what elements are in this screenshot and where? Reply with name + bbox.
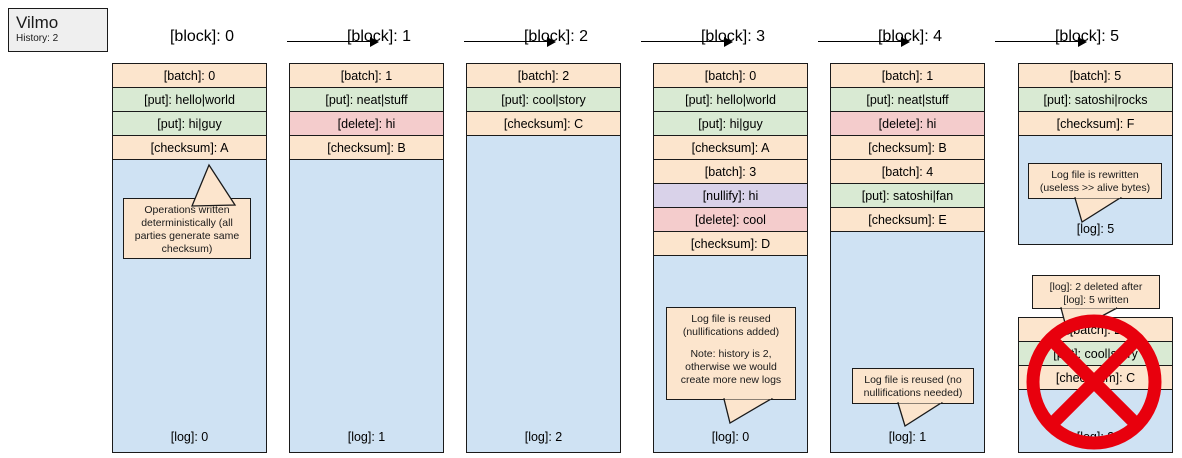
block-label-text: [block]: 4 [877,28,943,45]
callout-spacer [671,339,791,348]
entry-row: [batch]: 0 [654,64,807,88]
callout-log-reused-nullifications: Log file is reused (nullifications added… [666,307,796,400]
callout-line: (useless >> alive bytes) [1039,182,1151,194]
callout-tail-icon [1074,195,1123,224]
entry-row: [put]: cool|story [1019,342,1172,366]
callout-line: otherwise we would [685,361,777,373]
callout-line: Log file is reused [691,313,771,325]
app-name: Vilmo [16,13,59,32]
log-body-area: [log]: 2 [467,136,620,451]
callout-line: Note: history is 2, [690,348,772,360]
entry-row: [nullify]: hi [654,184,807,208]
entry-row: [checksum]: A [654,136,807,160]
block-arrow-0-1 [287,36,379,48]
entry-row: [batch]: 0 [113,64,266,88]
log-body-area: [log]: 1 [290,160,443,451]
entry-row: [batch]: 5 [1019,64,1172,88]
entry-row: [checksum]: B [290,136,443,160]
app-title-card: Vilmo History: 2 [8,8,108,52]
callout-log-reused-no-nullifications: Log file is reused (no nullifications ne… [852,368,974,404]
block-label-4: [block]: 4 [820,24,1000,50]
callout-line: create more new logs [680,374,782,386]
callout-line: deterministically (all [141,217,233,229]
callout-determinism: Operations written deterministically (al… [123,198,251,259]
block-label-1: [block]: 1 [289,24,469,50]
block-label-2: [block]: 2 [466,24,646,50]
block-label-text: [block]: 0 [169,28,235,45]
app-history-setting: History: 2 [16,33,59,44]
block-arrow-2-3 [641,36,733,48]
callout-line: Log file is reused (no [864,374,962,386]
entry-row: [put]: neat|stuff [290,88,443,112]
entry-row: [checksum]: C [1019,366,1172,390]
entry-row: [put]: satoshi|rocks [1019,88,1172,112]
entry-row: [checksum]: C [467,112,620,136]
entry-row: [put]: hi|guy [113,112,266,136]
log-footer-label: [log]: 5 [1076,222,1115,236]
block-arrow-3-4 [818,36,910,48]
callout-line: Operations written [144,204,230,216]
callout-tail-icon [723,396,774,424]
block-label-text: [block]: 2 [523,28,589,45]
entry-row: [checksum]: B [831,136,984,160]
callout-tail-icon [191,163,237,207]
entry-row: [checksum]: D [654,232,807,256]
log-file-column-1[interactable]: [batch]: 1 [put]: neat|stuff [delete]: h… [289,63,444,453]
callout-line: [log]: 2 deleted after [1049,281,1143,293]
entry-row: [delete]: hi [290,112,443,136]
log-footer-label: [log]: 1 [347,430,386,444]
entry-row: [put]: satoshi|fan [831,184,984,208]
block-label-text: [block]: 3 [700,28,766,45]
block-chain-header: [block]: 0 [block]: 1 [block]: 2 [block]… [112,24,1174,50]
callout-log-deleted: [log]: 2 deleted after [log]: 5 written [1032,275,1160,309]
block-label-text: [block]: 5 [1054,28,1120,45]
callout-line: [log]: 5 written [1063,294,1129,306]
block-arrow-1-2 [464,36,556,48]
callout-log-rewritten: Log file is rewritten (useless >> alive … [1028,163,1162,199]
log-footer-label: [log]: 1 [888,430,927,444]
block-label-3: [block]: 3 [643,24,823,50]
entry-row: [batch]: 4 [831,160,984,184]
callout-line: nullifications needed) [863,387,963,399]
block-label-0: [block]: 0 [112,24,292,50]
entry-row: [put]: cool|story [467,88,620,112]
log-footer-label: [log]: 2 [1076,430,1115,444]
entry-row: [put]: hello|world [113,88,266,112]
log-file-column-2[interactable]: [batch]: 2 [put]: cool|story [checksum]:… [466,63,621,453]
log-footer-label: [log]: 0 [170,430,209,444]
entry-row: [batch]: 3 [654,160,807,184]
entry-row: [batch]: 1 [290,64,443,88]
callout-tail-icon [1060,305,1118,335]
block-arrow-4-5 [995,36,1087,48]
entry-row: [checksum]: A [113,136,266,160]
entry-row: [batch]: 2 [467,64,620,88]
entry-row: [put]: hello|world [654,88,807,112]
entry-row: [batch]: 1 [831,64,984,88]
callout-line: checksum) [161,243,213,255]
entry-row: [delete]: cool [654,208,807,232]
block-label-5: [block]: 5 [997,24,1177,50]
log-file-column-5[interactable]: [batch]: 5 [put]: satoshi|rocks [checksu… [1018,63,1173,245]
log-footer-label: [log]: 2 [524,430,563,444]
block-label-text: [block]: 1 [346,28,412,45]
log-footer-label: [log]: 0 [711,430,750,444]
log-file-deleted-log-2[interactable]: [batch]: 2 [put]: cool|story [checksum]:… [1018,317,1173,453]
entry-row: [delete]: hi [831,112,984,136]
callout-line: (nullifications added) [682,326,780,338]
log-body-area: [log]: 2 [1019,390,1172,451]
callout-tail-icon [897,400,944,428]
entry-row: [checksum]: F [1019,112,1172,136]
entry-row: [put]: neat|stuff [831,88,984,112]
entry-row: [put]: hi|guy [654,112,807,136]
entry-row: [checksum]: E [831,208,984,232]
callout-line: parties generate same [134,230,240,242]
callout-line: Log file is rewritten [1051,169,1139,181]
